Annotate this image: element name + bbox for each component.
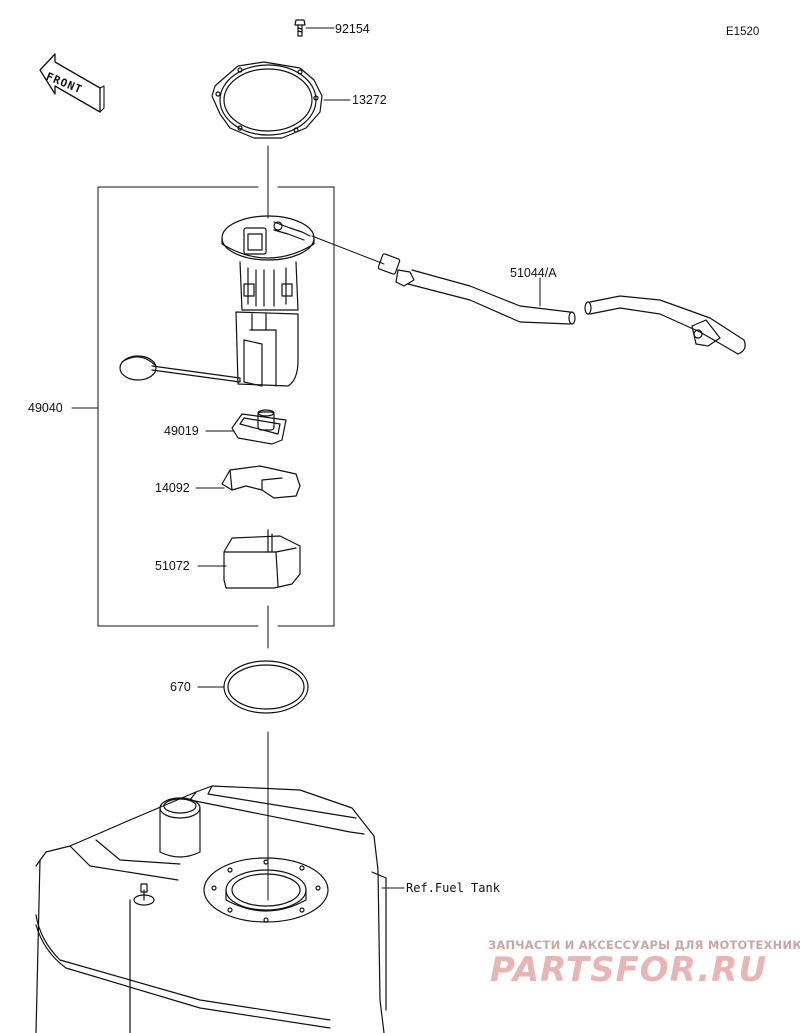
watermark-tagline: ЗАПЧАСТИ И АКСЕССУАРЫ ДЛЯ МОТОТЕХНИКИ — [488, 938, 800, 952]
part-label-51044A[interactable]: 51044/A — [510, 266, 557, 280]
bolt-92154 — [294, 19, 335, 37]
ref-fuel-tank-label: Ref.Fuel Tank — [406, 881, 500, 895]
cover-14092 — [195, 465, 301, 499]
part-label-49019[interactable]: 49019 — [164, 424, 199, 438]
part-label-51072[interactable]: 51072 — [155, 559, 190, 573]
watermark-logo: PARTSFOR.RU — [490, 950, 768, 990]
assembly-bracket-49040 — [71, 186, 335, 627]
part-label-49040[interactable]: 49040 — [28, 401, 63, 415]
part-label-14092[interactable]: 14092 — [155, 481, 190, 495]
diagram-code: E1520 — [726, 26, 760, 38]
front-arrow-icon — [39, 53, 105, 113]
gasket-13272 — [211, 61, 351, 139]
part-label-670[interactable]: 670 — [170, 680, 191, 694]
fuel-pump-assembly — [119, 215, 385, 387]
part-label-13272[interactable]: 13272 — [352, 93, 387, 107]
fuel-tank-reference — [35, 785, 405, 1033]
part-label-92154[interactable]: 92154 — [335, 22, 370, 36]
hose-51044A — [377, 253, 746, 355]
filter-49019 — [205, 409, 287, 445]
o-ring-670 — [197, 660, 309, 714]
case-51072 — [197, 529, 301, 589]
